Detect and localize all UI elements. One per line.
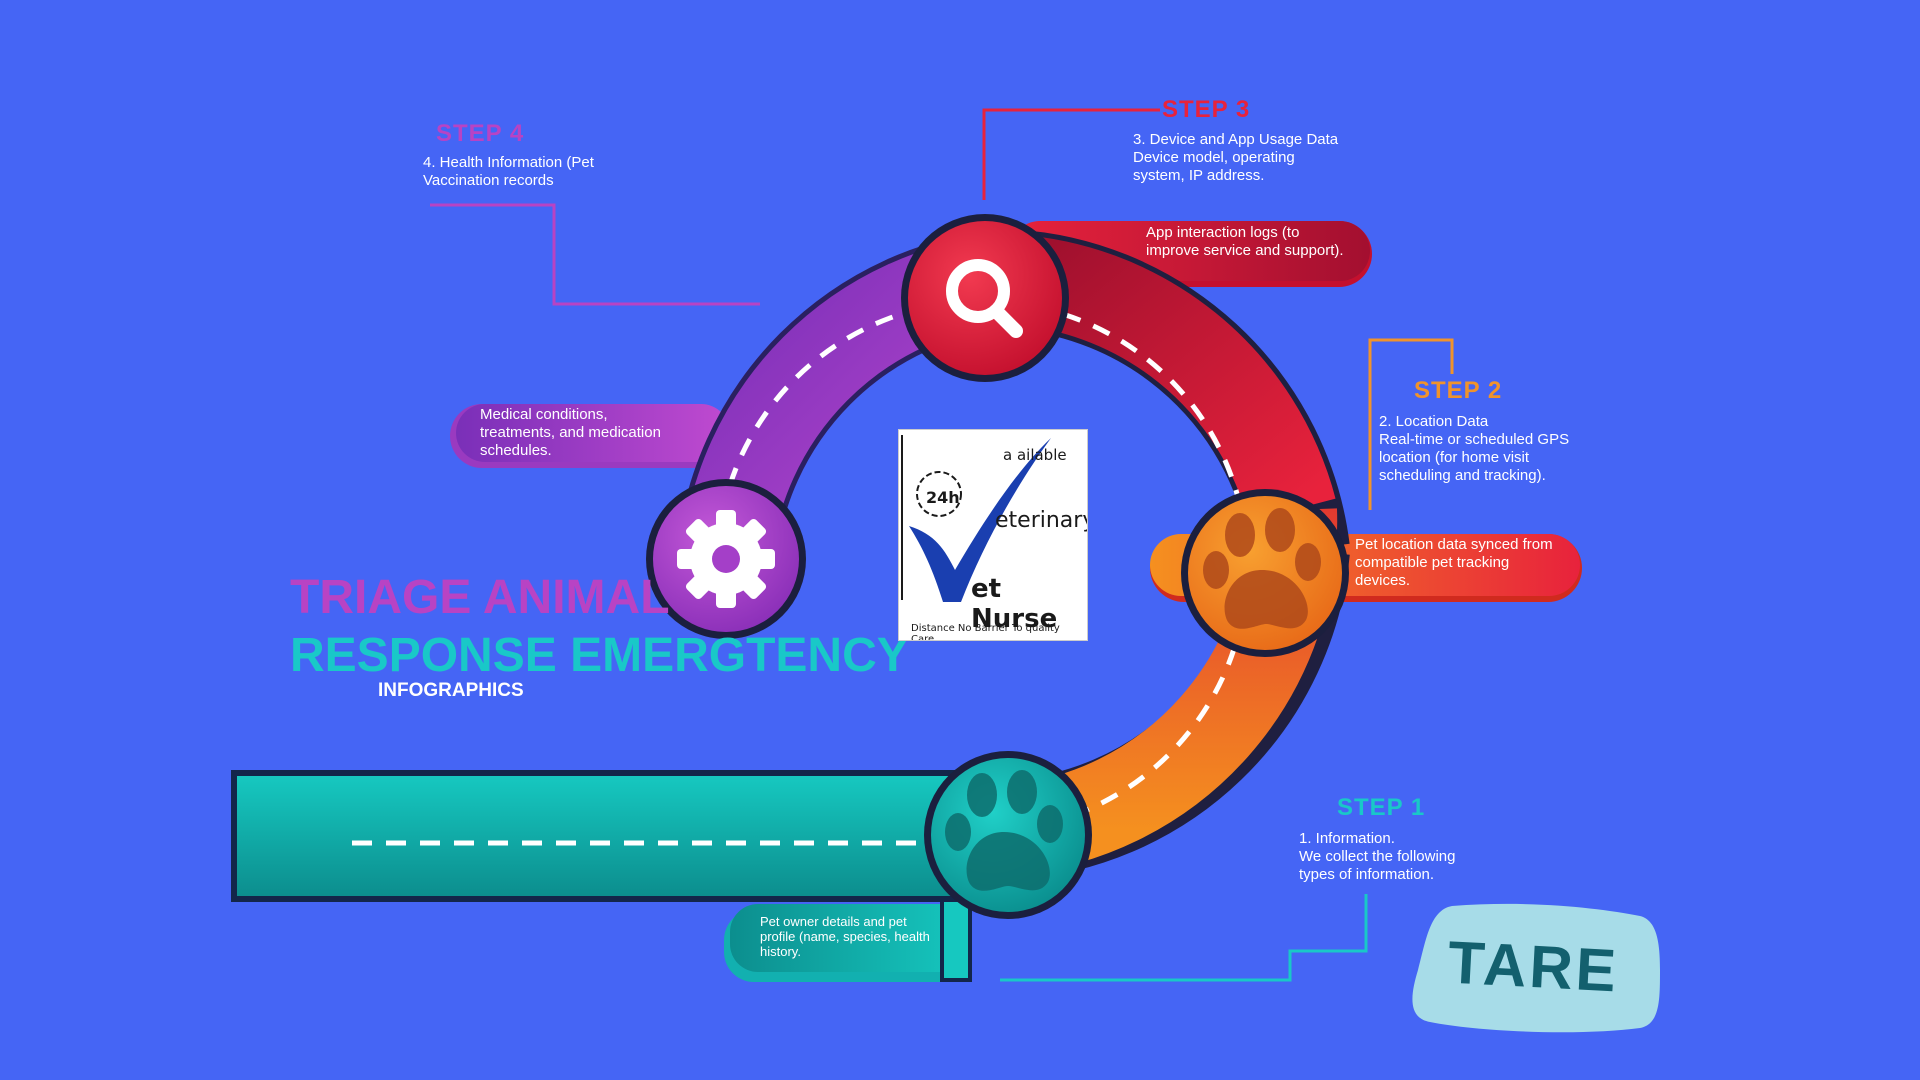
step2-description: 2. Location Data Real-time or scheduled … [1379, 413, 1570, 484]
tare-badge-text: TARE [1446, 928, 1621, 1005]
step1-detail-text: Pet owner details and pet profile (name,… [760, 914, 930, 959]
title-line-3: INFOGRAPHICS [378, 680, 524, 701]
paw-icon [1203, 508, 1321, 629]
logo-available-text: a ailable [1003, 446, 1067, 464]
step1-track-bar [231, 770, 1011, 902]
paw-icon [945, 770, 1063, 891]
title-line-2: RESPONSE EMERGTENCY [290, 629, 909, 682]
step1-title: STEP 1 [1337, 794, 1426, 821]
search-icon [946, 259, 1023, 338]
logo-24h-badge: 24h [926, 488, 960, 507]
step2-detail-text: Pet location data synced from compatible… [1355, 536, 1553, 589]
step3-node [901, 214, 1069, 382]
step4-detail-text: Medical conditions, treatments, and medi… [480, 406, 661, 459]
step4-detail-pill [450, 404, 730, 468]
step2-connector [1368, 338, 1454, 510]
title-line-1: TRIAGE ANIMAL [290, 571, 670, 624]
step3-detail-text: App interaction logs (to improve service… [1146, 224, 1344, 259]
step1-node [924, 751, 1092, 919]
gear-icon [677, 510, 775, 608]
step3-title: STEP 3 [1162, 96, 1251, 123]
tare-badge [1412, 903, 1660, 1033]
logo-veterinary-text: eterinary [995, 508, 1088, 533]
checkmark-icon [901, 435, 1051, 602]
logo-tagline: Distance No Barrier To quality Care. [911, 623, 1060, 641]
step4-description: 4. Health Information (Pet Vaccination r… [423, 154, 594, 189]
step3-description: 3. Device and App Usage Data Device mode… [1133, 131, 1339, 184]
vet-nurse-logo: 24h a ailable eterinary et Nurse Distanc… [898, 429, 1088, 641]
step4-title: STEP 4 [436, 120, 525, 147]
step4-connector [430, 203, 760, 306]
step2-title: STEP 2 [1414, 377, 1503, 404]
step1-connector [1000, 894, 1368, 982]
step3-connector [982, 108, 1160, 200]
step4-node [646, 479, 806, 639]
logo-vet-nurse-text: et Nurse [971, 574, 1058, 634]
step1-detail-pill [724, 900, 972, 982]
step2-node [1181, 489, 1349, 657]
step1-description: 1. Information. We collect the following… [1299, 830, 1456, 883]
